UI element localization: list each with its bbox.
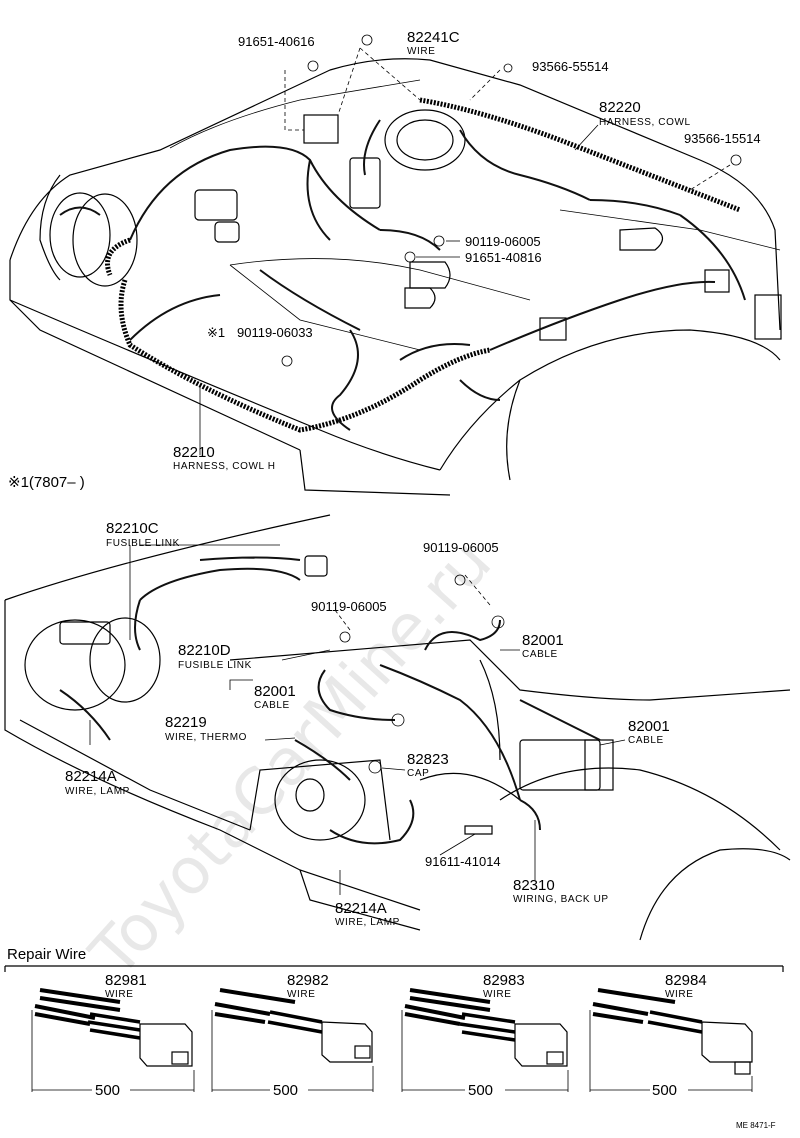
callout-90119-06005-b: 90119-06005 [423,540,499,555]
callout-91651-40616: 91651-40616 [238,34,315,49]
callout-82210: 82210 [173,444,215,461]
repair-wire-82983 [401,988,569,1092]
repair-82982-dim: 500 [273,1082,298,1099]
callout-82210c: 82210C [106,520,159,537]
callout-82241c: 82241C [407,29,460,46]
repair-wire-82982 [211,988,374,1092]
callout-82210d: 82210D [178,642,231,659]
repair-82983-dim: 500 [468,1082,493,1099]
callout-93566-55514: 93566-55514 [532,59,609,74]
repair-82982-desc: WIRE [287,989,316,1000]
repair-82983-desc: WIRE [483,989,512,1000]
callout-91651-40816: 91651-40816 [465,250,542,265]
callout-82823: 82823 [407,751,449,768]
footnote: ※1(7807– ) [8,474,85,491]
repair-82984-desc: WIRE [665,989,694,1000]
callout-82310-desc: WIRING, BACK UP [513,894,609,905]
repair-wire-title: Repair Wire [7,946,86,963]
callout-82210-desc: HARNESS, COWL H [173,461,276,472]
callout-82210d-desc: FUSIBLE LINK [178,660,252,671]
repair-wire-bracket [4,965,784,972]
callout-82219: 82219 [165,714,207,731]
callout-82210c-desc: FUSIBLE LINK [106,538,180,549]
callout-82214a-left: 82214A [65,768,117,785]
callout-90119-06005-top: 90119-06005 [465,234,541,249]
callout-82001-battery-desc: CABLE [628,735,664,746]
note-marker: ※1 [207,325,225,340]
figure-code: ME 8471-F [736,1121,776,1130]
callout-82220: 82220 [599,99,641,116]
callout-82310: 82310 [513,877,555,894]
callout-82001-right: 82001 [522,632,564,649]
repair-82982-part: 82982 [287,972,329,989]
callout-90119-06033: 90119-06033 [237,325,313,340]
callout-82001-left-desc: CABLE [254,700,290,711]
top-illustration [9,34,782,496]
repair-wire-82984 [589,988,753,1092]
callout-82219-desc: WIRE, THERMO [165,732,247,743]
repair-82983-part: 82983 [483,972,525,989]
bottom-illustration [4,514,791,941]
callout-82214a-bottom: 82214A [335,900,387,917]
callout-82241c-desc: WIRE [407,46,436,57]
repair-82981-dim: 500 [95,1082,120,1099]
repair-82981-desc: WIRE [105,989,134,1000]
repair-82981-part: 82981 [105,972,147,989]
callout-93566-15514: 93566-15514 [684,131,761,146]
callout-82823-desc: CAP [407,768,429,779]
repair-82984-dim: 500 [652,1082,677,1099]
callout-82220-desc: HARNESS, COWL [599,117,691,128]
callout-91611-41014: 91611-41014 [425,854,501,869]
callout-82001-left: 82001 [254,683,296,700]
callout-82214a-left-desc: WIRE, LAMP [65,786,130,797]
callout-82214a-bottom-desc: WIRE, LAMP [335,917,400,928]
callout-90119-06005-c: 90119-06005 [311,599,387,614]
repair-82984-part: 82984 [665,972,707,989]
callout-82001-right-desc: CABLE [522,649,558,660]
callout-82001-battery: 82001 [628,718,670,735]
repair-wire-82981 [31,988,195,1092]
